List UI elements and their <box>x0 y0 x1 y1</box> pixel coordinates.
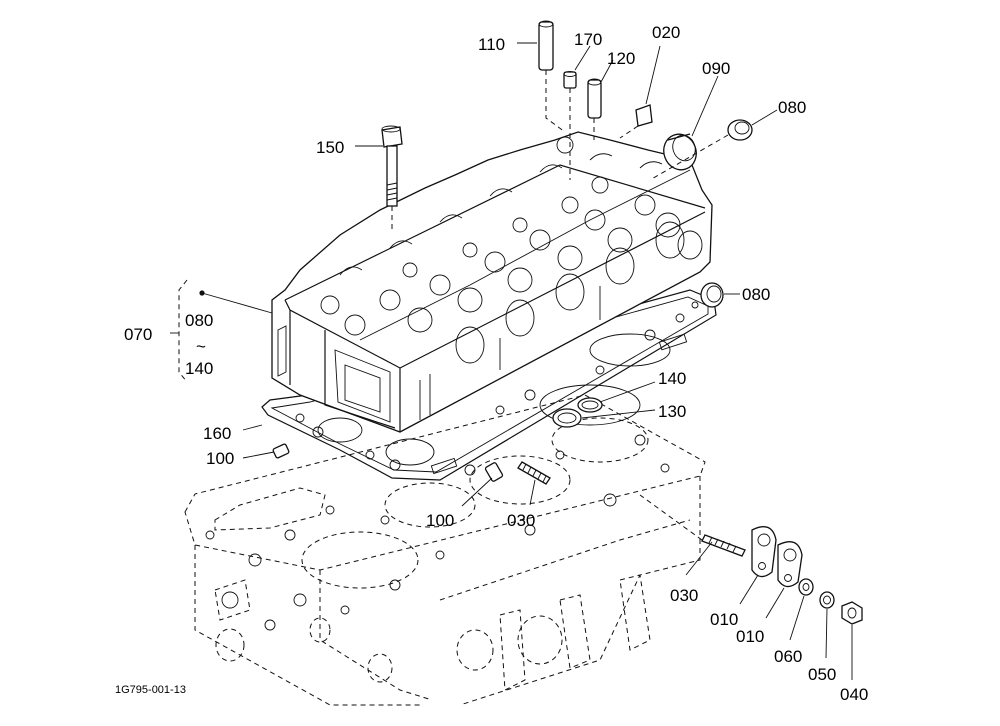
dowel-100-mid <box>484 462 504 482</box>
engine-block <box>184 394 706 706</box>
label-050: 050 <box>808 665 836 684</box>
part-labels: 110 170 120 020 090 080 150 080 070 080 … <box>115 23 868 704</box>
label-140: 140 <box>658 369 686 388</box>
label-130: 130 <box>658 402 686 421</box>
label-040: 040 <box>840 685 868 704</box>
label-030-low: 030 <box>670 586 698 605</box>
plug-020 <box>619 104 653 139</box>
stud-030-low <box>639 494 746 557</box>
label-100-mid: 100 <box>426 511 454 530</box>
hanger-010-b <box>777 541 803 588</box>
label-tilde: ~ <box>196 337 206 356</box>
lockwasher-050 <box>819 591 835 609</box>
label-070: 070 <box>124 325 152 344</box>
leader-lines <box>201 42 853 680</box>
label-060: 060 <box>774 647 802 666</box>
group-bracket-070 <box>170 279 205 383</box>
dowel-100-left <box>272 443 290 459</box>
label-080-top: 080 <box>778 98 806 117</box>
label-110: 110 <box>478 35 505 54</box>
label-120: 120 <box>607 49 635 68</box>
ring-140 <box>577 397 603 413</box>
label-030-mid: 030 <box>507 511 535 530</box>
label-010-a: 010 <box>710 610 738 629</box>
label-100-left: 100 <box>206 449 234 468</box>
label-080-right: 080 <box>742 285 770 304</box>
valve-guide-120 <box>587 78 602 140</box>
label-170: 170 <box>574 30 602 49</box>
label-010-b: 010 <box>736 627 764 646</box>
cylinder-head <box>271 131 713 433</box>
label-090: 090 <box>702 59 730 78</box>
label-160: 160 <box>203 424 231 443</box>
valve-guide-110 <box>538 20 566 133</box>
cap-090 <box>663 133 697 171</box>
stud-030-mid <box>517 461 551 485</box>
plug-080-right <box>700 282 724 308</box>
plug-080-top <box>649 119 753 181</box>
label-080-group: 080 <box>185 311 213 330</box>
drawing-code: 1G795-001-13 <box>115 684 186 696</box>
nut-040 <box>841 601 863 625</box>
washer-060 <box>798 578 814 596</box>
stem-seal-170 <box>563 71 577 180</box>
label-020: 020 <box>652 23 680 42</box>
bolt-150 <box>381 125 403 232</box>
hanger-010-a <box>751 526 777 578</box>
ring-130 <box>552 408 582 428</box>
label-140-group: 140 <box>185 359 213 378</box>
label-150: 150 <box>316 138 344 157</box>
